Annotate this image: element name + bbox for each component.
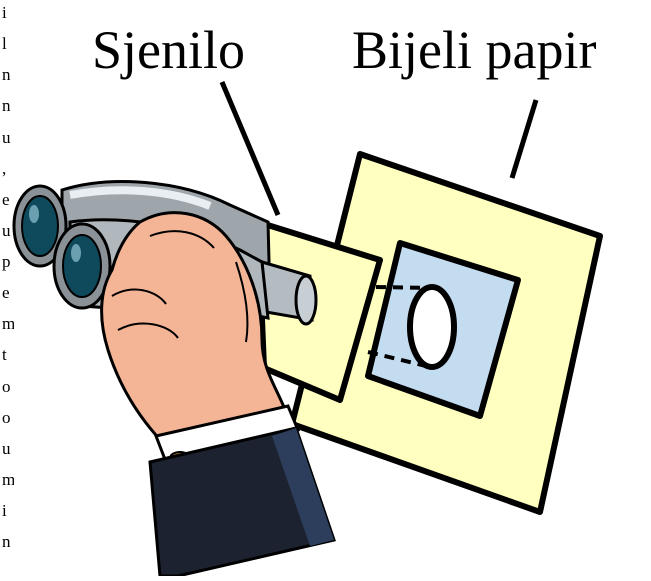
- edge-text-char: u: [2, 222, 11, 239]
- edge-text-char: n: [2, 66, 11, 83]
- edge-text-char: l: [2, 35, 7, 52]
- edge-text-char: e: [2, 191, 10, 208]
- edge-text-char: n: [2, 533, 11, 550]
- edge-text-char: i: [2, 4, 7, 21]
- edge-text-char: o: [2, 409, 11, 426]
- edge-text-char: o: [2, 378, 11, 395]
- edge-text-char: m: [2, 315, 14, 332]
- pointer-line-paper: [512, 100, 536, 178]
- edge-text-char: p: [2, 253, 11, 270]
- label-shade: Sjenilo: [92, 20, 245, 80]
- edge-text-char: i: [2, 502, 7, 519]
- projected-sun-disc: [410, 287, 454, 367]
- label-paper: Bijeli papir: [352, 20, 596, 80]
- edge-text-char: ,: [2, 160, 6, 177]
- pointer-line-shade: [222, 82, 278, 215]
- edge-text-char: t: [2, 346, 7, 363]
- edge-text-char: m: [2, 471, 14, 488]
- edge-text-char: u: [2, 129, 11, 146]
- edge-text-char: e: [2, 284, 10, 301]
- edge-text-char: u: [2, 440, 11, 457]
- edge-text-char: n: [2, 97, 11, 114]
